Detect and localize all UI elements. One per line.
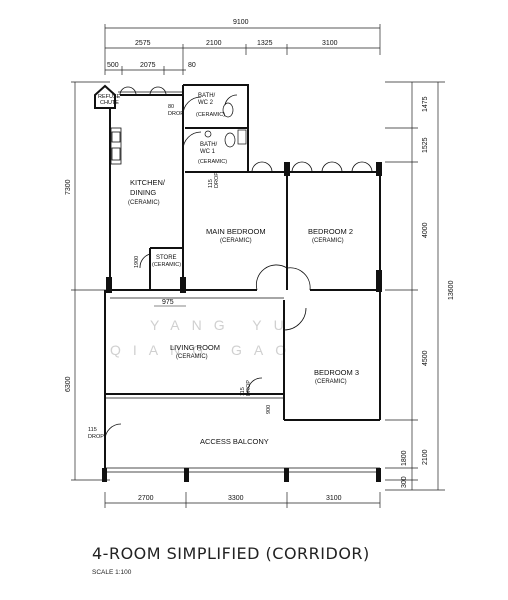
room-kitchen-label-2: DINING bbox=[130, 188, 156, 197]
dim-right-2: 1525 bbox=[422, 137, 429, 153]
room-bedroom-3-label: BEDROOM 3 bbox=[314, 368, 359, 377]
drop-115-balcony-value: 115 bbox=[88, 427, 97, 433]
doors bbox=[104, 86, 373, 441]
plan-scale: SCALE 1:100 bbox=[92, 569, 132, 576]
room-kitchen-label-1: KITCHEN/ bbox=[130, 178, 166, 187]
dim-bottom-3: 3100 bbox=[326, 495, 342, 502]
drop-80-value: 80 bbox=[168, 104, 174, 110]
dim-right-6: 2100 bbox=[422, 449, 429, 465]
dim-right-3: 4000 bbox=[422, 222, 429, 238]
room-store-label: STORE bbox=[156, 255, 177, 261]
room-store-floor: (CERAMIC) bbox=[152, 262, 181, 268]
drop-80-label: DROP bbox=[168, 111, 184, 117]
dim-top-sub-1: 500 bbox=[107, 62, 119, 69]
room-bath-2-label-1: BATH/ bbox=[198, 93, 216, 99]
dim-right-4: 4500 bbox=[422, 350, 429, 366]
drop-115-kitchen-label: DROP bbox=[214, 172, 220, 188]
kitchen-counter bbox=[110, 127, 122, 165]
room-bath-2-floor: (CERAMIC) bbox=[196, 112, 225, 118]
structural-columns bbox=[102, 162, 382, 482]
top-dimension-lines bbox=[104, 24, 381, 75]
room-main-bedroom-label: MAIN BEDROOM bbox=[206, 227, 266, 236]
dim-left-1: 7300 bbox=[65, 179, 72, 195]
dim-inner-1900: 1900 bbox=[134, 256, 140, 268]
watermark-line-2: QIANG GAO bbox=[110, 342, 298, 358]
room-bath-1-label-1: BATH/ bbox=[200, 142, 218, 148]
dim-inner-900: 900 bbox=[266, 405, 272, 414]
watermark-line-1: YANG YU bbox=[150, 317, 296, 333]
drop-115-living-value: 115 bbox=[240, 387, 246, 396]
dim-inner-975: 975 bbox=[162, 299, 174, 306]
room-main-bedroom-floor: (CERAMIC) bbox=[220, 238, 252, 244]
thin-lines bbox=[105, 91, 380, 473]
dim-right-1: 1475 bbox=[422, 96, 429, 112]
room-bedroom-2-floor: (CERAMIC) bbox=[312, 238, 344, 244]
room-bedroom-3-floor: (CERAMIC) bbox=[315, 379, 347, 385]
bath-fixtures bbox=[204, 102, 247, 148]
bottom-dimension-lines bbox=[104, 492, 381, 508]
room-living-floor: (CERAMIC) bbox=[176, 354, 208, 360]
room-bedroom-2-label: BEDROOM 2 bbox=[308, 227, 353, 236]
dim-bottom-1: 2700 bbox=[138, 495, 154, 502]
drop-115-kitchen-value: 115 bbox=[208, 179, 214, 188]
dim-left-2: 6300 bbox=[65, 376, 72, 392]
dim-top-4: 3100 bbox=[322, 40, 338, 47]
room-kitchen-floor: (CERAMIC) bbox=[128, 200, 160, 206]
room-access-balcony-label: ACCESS BALCONY bbox=[200, 437, 269, 446]
dim-top-3: 1325 bbox=[257, 40, 273, 47]
drop-115-balcony-label: DROP bbox=[88, 434, 104, 440]
refuse-chute bbox=[94, 84, 116, 109]
dim-bottom-2: 3300 bbox=[228, 495, 244, 502]
right-dimension-lines bbox=[385, 81, 445, 491]
dim-top-2: 2100 bbox=[206, 40, 222, 47]
dim-top-sub-3: 80 bbox=[188, 62, 196, 69]
dim-top-sub-2: 2075 bbox=[140, 62, 156, 69]
dim-right-5: 1800 bbox=[401, 450, 408, 466]
room-bath-1-label-2: WC 1 bbox=[200, 149, 216, 155]
dim-overall-top: 9100 bbox=[233, 19, 249, 26]
room-bath-2-label-2: WC 2 bbox=[198, 100, 214, 106]
refuse-chute-label-1: REFUSE bbox=[98, 94, 121, 100]
refuse-chute-label-2: CHUTE bbox=[100, 100, 119, 106]
room-living-label: LIVING ROOM bbox=[170, 343, 220, 352]
dim-right-overall: 13600 bbox=[448, 280, 455, 300]
dim-top-1: 2575 bbox=[135, 40, 151, 47]
drop-115-living-label: DROP bbox=[246, 380, 252, 396]
dim-right-7: 300 bbox=[401, 476, 408, 488]
room-bath-1-floor: (CERAMIC) bbox=[198, 159, 227, 165]
plan-title: 4-ROOM SIMPLIFIED (CORRIDOR) bbox=[92, 544, 370, 563]
